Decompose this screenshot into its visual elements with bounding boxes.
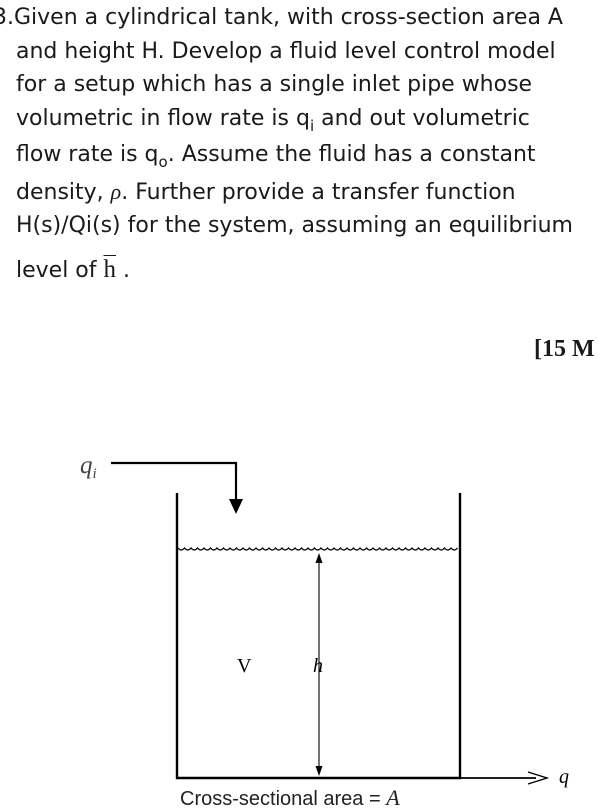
height-arrow-bottom: [315, 766, 323, 776]
height-label: h: [313, 655, 323, 677]
question-line-8: level of h .: [16, 256, 131, 283]
question-line-1: 3.Given a cylindrical tank, with cross-s…: [0, 0, 563, 37]
height-arrow-top: [315, 553, 323, 563]
cross-section-caption: Cross-sectional area = A: [180, 785, 400, 810]
tank-walls: [175, 493, 462, 780]
subscript-i: i: [309, 117, 315, 135]
question-line-2: and height H. Develop a fluid level cont…: [16, 39, 556, 64]
inlet-flow-label: qi: [80, 452, 97, 482]
outlet-arrowhead: [527, 771, 550, 785]
rho-symbol: ρ: [110, 179, 122, 204]
h-bar-symbol: h: [103, 256, 117, 283]
liquid-surface: [177, 547, 458, 551]
inlet-arrowhead: [229, 499, 243, 514]
marks-label: [15 M: [534, 336, 595, 362]
subscript-o: o: [158, 153, 168, 171]
question-number: 3.: [0, 5, 14, 30]
question-line-4: volumetric in flow rate is qi and out vo…: [16, 106, 530, 135]
volume-label: V: [237, 655, 252, 677]
question-line-5: flow rate is qo. Assume the fluid has a …: [16, 142, 536, 171]
outlet-flow-label: q: [559, 766, 569, 788]
question-line-7: H(s)/Qi(s) for the system, assuming an e…: [16, 213, 573, 238]
question-line-3: for a setup which has a single inlet pip…: [16, 72, 533, 97]
question-line-6: density, ρ. Further provide a transfer f…: [16, 179, 516, 205]
inlet-pipe: [111, 461, 238, 500]
